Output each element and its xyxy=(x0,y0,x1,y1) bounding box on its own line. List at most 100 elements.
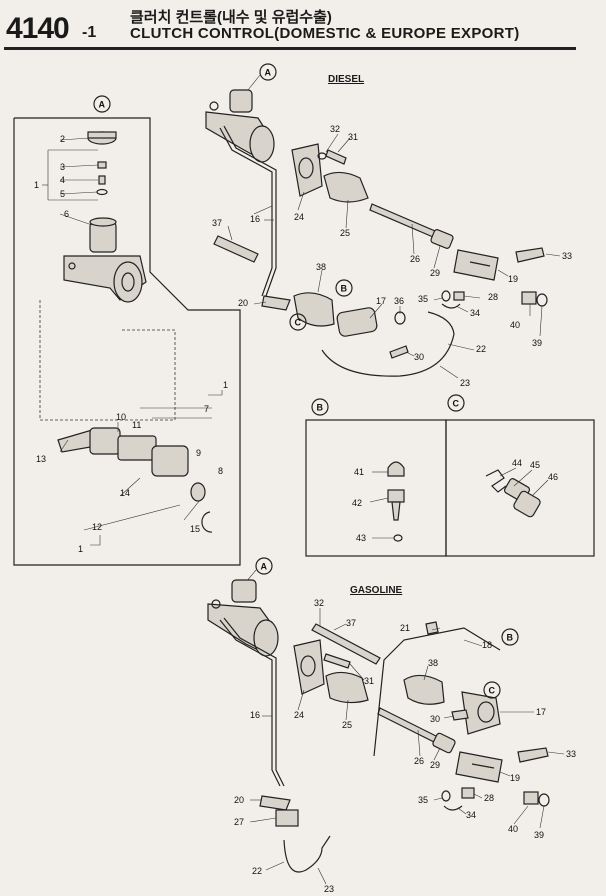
part-label-14: 14 xyxy=(120,488,130,498)
section-label-gasoline: GASOLINE xyxy=(350,585,403,596)
gasoline-label-26: 26 xyxy=(414,756,424,766)
gasoline-clip-21 xyxy=(425,621,439,635)
gasoline-gasket-plate xyxy=(293,639,325,695)
diesel-label-34: 34 xyxy=(470,308,480,318)
diesel-push-rod xyxy=(369,203,443,241)
gasoline-clip-34 xyxy=(443,805,463,811)
gasoline-washer-39 xyxy=(538,793,550,807)
diesel-label-24: 24 xyxy=(294,212,304,222)
snap-ring xyxy=(201,511,213,533)
part-label-7: 7 xyxy=(204,404,209,414)
gasoline-label-35: 35 xyxy=(418,795,428,805)
diesel-label-33: 33 xyxy=(562,251,572,261)
gasoline-clutch-pipe xyxy=(219,619,281,787)
detail-b-circle xyxy=(311,398,329,416)
gasoline-label-18: 18 xyxy=(482,640,492,650)
detail-a-frame xyxy=(13,117,241,566)
screw xyxy=(97,161,107,169)
diesel-label-16: 16 xyxy=(250,214,260,224)
detail-b-c-box: B C 41 42 43 44 45 46 xyxy=(305,394,595,557)
diesel-callout-b-circle xyxy=(335,279,353,297)
diesel-clevis-pin xyxy=(515,247,545,263)
detail-label-43: 43 xyxy=(356,533,366,543)
diesel-clutch-pipe xyxy=(219,127,273,297)
part-label-1c: 1 xyxy=(78,544,83,554)
diesel-boot xyxy=(323,171,369,203)
diesel-clevis xyxy=(453,249,499,281)
diesel-assembly: A xyxy=(205,63,572,388)
part-label-12: 12 xyxy=(92,522,102,532)
diesel-washer-39 xyxy=(536,293,548,307)
gasoline-label-17: 17 xyxy=(536,707,546,717)
detail-a-inset: A xyxy=(13,95,241,566)
detail-b-frame xyxy=(305,419,447,557)
part-label-3: 3 xyxy=(60,162,65,172)
gasoline-bolt xyxy=(323,653,351,669)
detail-label-45: 45 xyxy=(530,460,540,470)
gasoline-callout-b-letter: B xyxy=(507,633,514,643)
reservoir-cap-body xyxy=(87,131,117,139)
diesel-callout-b-letter: B xyxy=(341,284,348,294)
gasoline-callout-a-letter: A xyxy=(261,562,268,572)
gasoline-callout-c-circle xyxy=(483,681,501,699)
part-label-13: 13 xyxy=(36,454,46,464)
gasoline-label-37: 37 xyxy=(346,618,356,628)
washer xyxy=(96,188,108,196)
detail-c-frame xyxy=(445,419,595,557)
slave-spring xyxy=(485,469,507,493)
gasoline-mc-port xyxy=(211,599,221,609)
page-number-suffix: -1 xyxy=(82,24,97,41)
diesel-washer-35 xyxy=(441,290,451,302)
gasoline-label-20: 20 xyxy=(234,795,244,805)
part-label-4: 4 xyxy=(60,175,65,185)
gasoline-label-22: 22 xyxy=(252,866,262,876)
header-rule xyxy=(4,47,576,50)
diesel-bleed-screw xyxy=(213,235,259,263)
detail-c-circle xyxy=(447,394,465,412)
diesel-slave-boot xyxy=(293,292,335,327)
gasoline-label-34: 34 xyxy=(466,810,476,820)
diesel-label-40: 40 xyxy=(510,320,520,330)
part-label-1b: 1 xyxy=(223,380,228,390)
diesel-bracket xyxy=(261,295,291,311)
diesel-flex-hose xyxy=(321,311,455,377)
bleeder-screw-head xyxy=(387,489,405,503)
diesel-callout-c-letter: C xyxy=(295,318,302,328)
gasoline-bracket-27 xyxy=(275,809,299,827)
gasoline-label-38: 38 xyxy=(428,658,438,668)
diesel-callout-a-circle xyxy=(259,63,277,81)
bleeder-ring xyxy=(393,534,403,542)
gasoline-boot xyxy=(325,671,369,704)
spring-cup xyxy=(151,445,189,477)
gasoline-label-40: 40 xyxy=(508,824,518,834)
gasoline-bolt-40 xyxy=(523,791,539,805)
gasoline-clevis xyxy=(455,751,503,783)
piston xyxy=(117,435,157,461)
bleeder-cap xyxy=(387,461,405,477)
gasoline-mc-flange xyxy=(253,619,279,657)
gasoline-label-39: 39 xyxy=(534,830,544,840)
gasoline-bolt-30 xyxy=(451,709,469,721)
gasoline-callout-a-circle xyxy=(255,557,273,575)
diesel-bolt-30 xyxy=(389,345,409,359)
gasoline-callout-b-circle xyxy=(501,628,519,646)
diesel-label-32: 32 xyxy=(330,124,340,134)
gasoline-label-16: 16 xyxy=(250,710,260,720)
diesel-mc-flange xyxy=(249,125,275,163)
diesel-label-37: 37 xyxy=(212,218,222,228)
gasoline-reservoir xyxy=(231,579,257,603)
gasoline-slave-cylinder xyxy=(461,691,501,735)
detail-c-letter: C xyxy=(453,399,460,409)
gasoline-label-28: 28 xyxy=(484,793,494,803)
detail-label-42: 42 xyxy=(352,498,362,508)
gasoline-rod-nut xyxy=(432,732,456,754)
diesel-reservoir xyxy=(229,89,253,113)
diesel-callout-a-letter: A xyxy=(265,68,272,78)
gasoline-label-30: 30 xyxy=(430,714,440,724)
part-label-9: 9 xyxy=(196,448,201,458)
gasoline-flex-hose xyxy=(283,835,331,873)
diesel-bolt-40 xyxy=(521,291,537,305)
diesel-rod-nut xyxy=(430,229,454,249)
diesel-label-30: 30 xyxy=(414,352,424,362)
gasoline-label-27: 27 xyxy=(234,817,244,827)
